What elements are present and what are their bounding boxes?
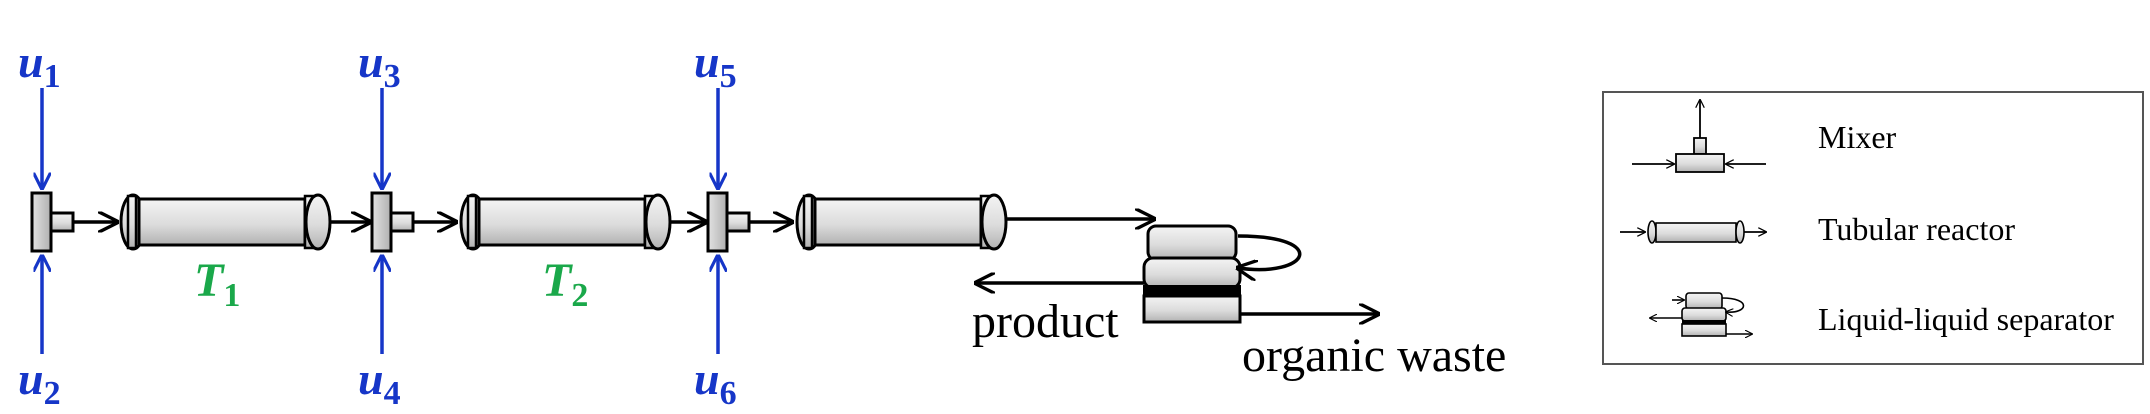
legend-separator-icon <box>1650 292 1752 336</box>
product-label: product <box>972 295 1119 348</box>
input-label-u2: u2 <box>18 353 61 412</box>
tubular-reactor-2 <box>459 193 672 251</box>
legend-mixer-label: Mixer <box>1818 119 1897 155</box>
mixer-2 <box>370 191 415 253</box>
tubular-reactor-1 <box>119 193 332 251</box>
input-label-u1: u1 <box>18 36 61 95</box>
liquid-liquid-separator <box>1142 224 1302 324</box>
mixer-3 <box>706 191 751 253</box>
legend-tubular-reactor-icon <box>1620 220 1766 244</box>
organic-waste-label: organic waste <box>1242 329 1506 382</box>
input-label-u3: u3 <box>358 36 401 95</box>
input-label-u4: u4 <box>358 353 401 412</box>
legend-mixer-icon <box>1632 100 1766 173</box>
input-label-u6: u6 <box>694 353 737 412</box>
input-label-u5: u5 <box>694 36 737 95</box>
legend: Mixer Tubular reactor Liquid-liquid sepa… <box>1602 91 2144 365</box>
mixer-1 <box>30 191 75 253</box>
temperature-label-t1: T1 <box>194 254 240 314</box>
legend-separator-label: Liquid-liquid separator <box>1818 301 2114 337</box>
tubular-reactor-3 <box>795 193 1008 251</box>
legend-tubular-reactor-label: Tubular reactor <box>1818 211 2015 247</box>
input-arrows <box>42 88 718 354</box>
temperature-label-t2: T2 <box>542 254 588 314</box>
